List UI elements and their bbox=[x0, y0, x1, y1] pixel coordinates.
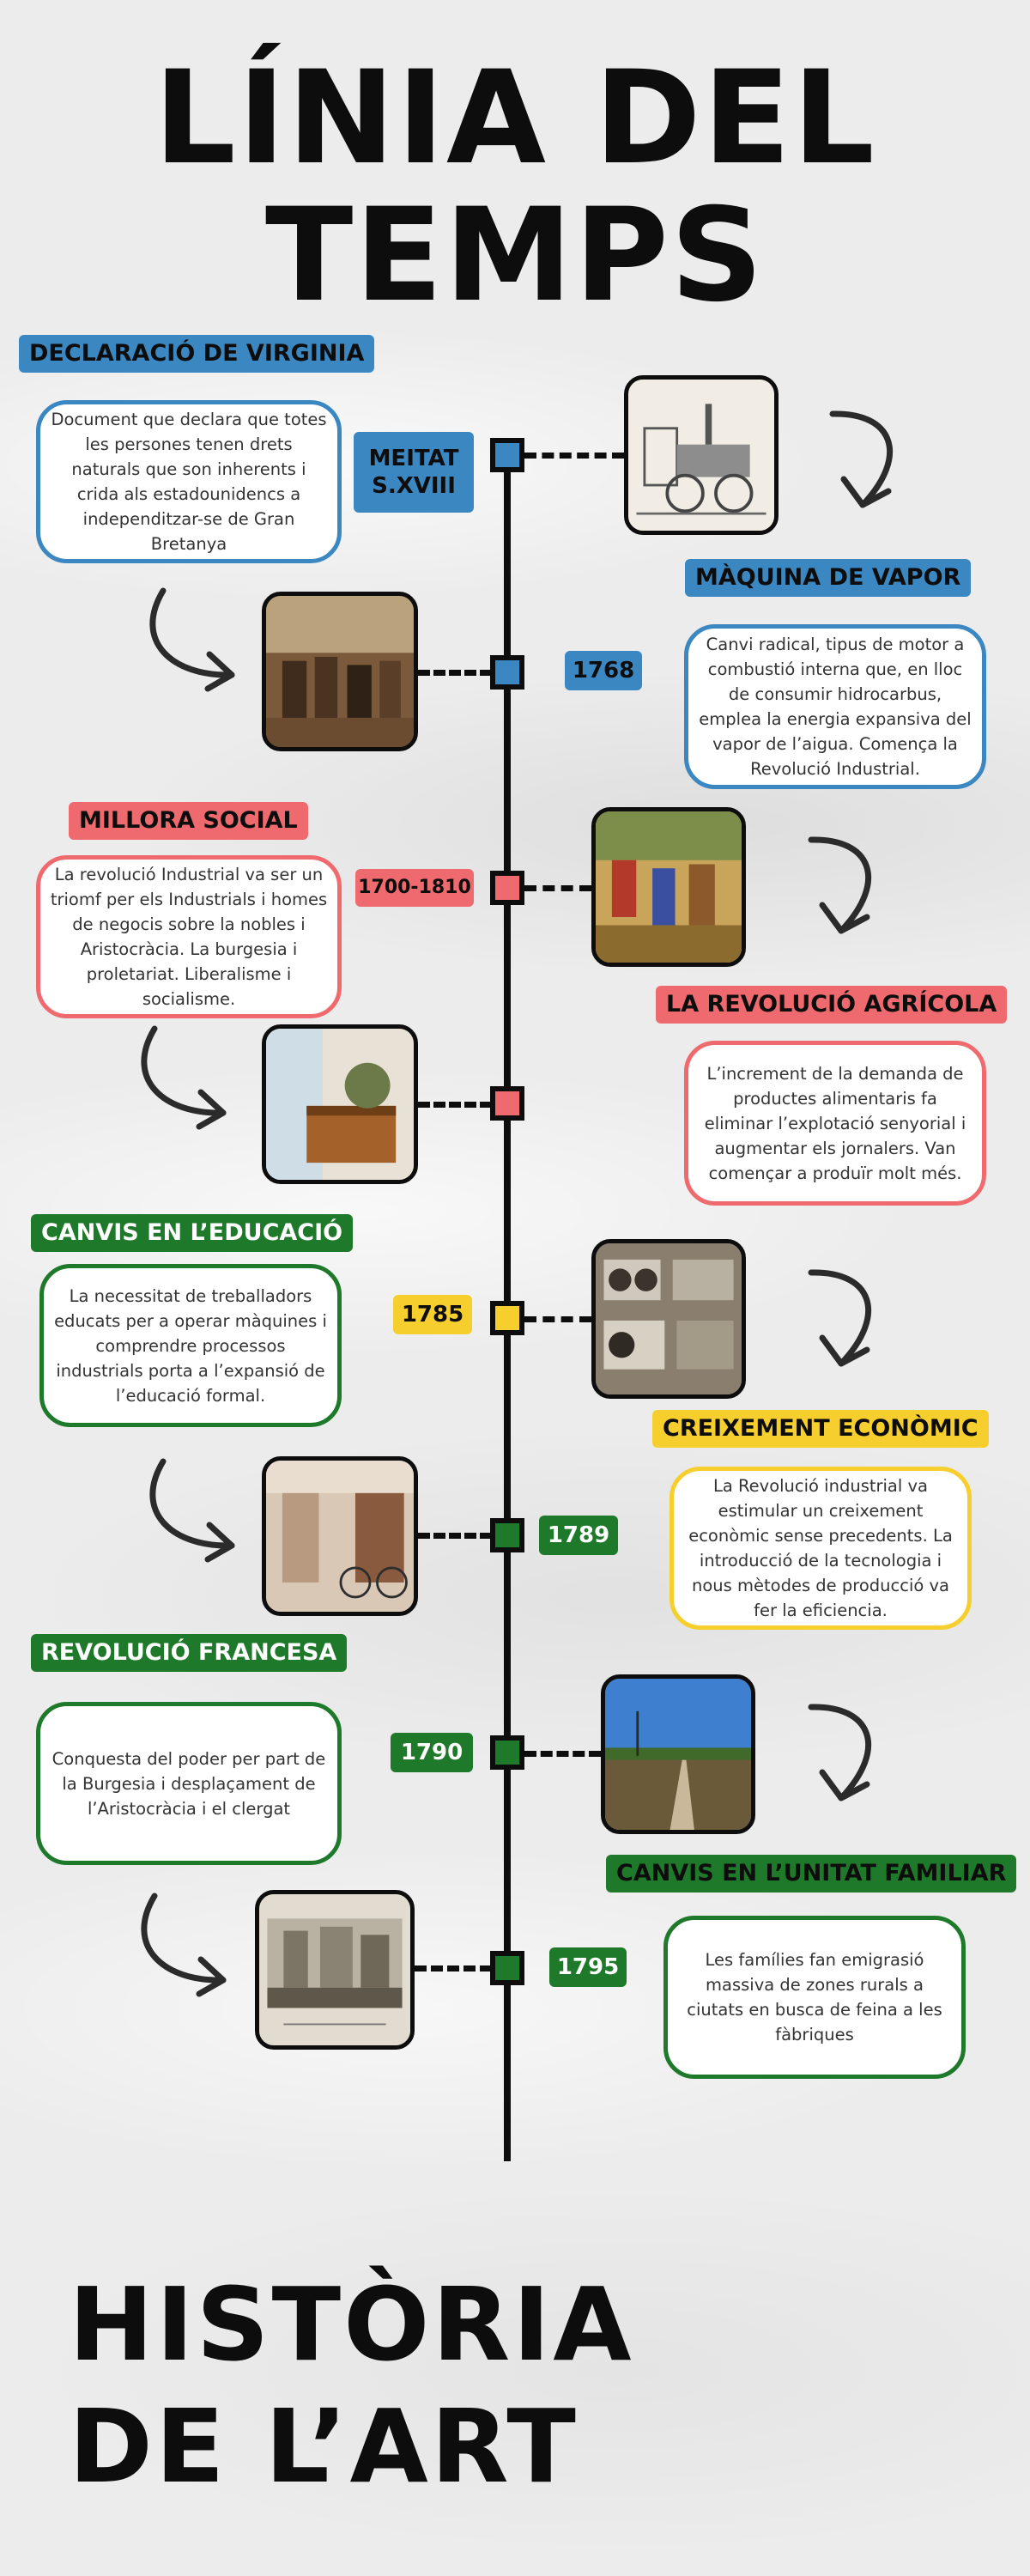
curved-arrow-icon bbox=[141, 1893, 227, 1997]
page-title-line1: LÍNIA DEL bbox=[154, 44, 876, 193]
curved-arrow-icon bbox=[829, 410, 894, 508]
event-description: La necessitat de treballadors educats pe… bbox=[39, 1264, 342, 1427]
timeline-marker bbox=[490, 1301, 524, 1335]
timeline-marker bbox=[490, 655, 524, 690]
radio-cassette-image bbox=[591, 1239, 746, 1399]
bicycle-courtyard-image bbox=[262, 1456, 418, 1616]
timeline-connector bbox=[524, 885, 591, 891]
timeline-connector bbox=[415, 1965, 492, 1971]
timeline-marker bbox=[490, 1518, 524, 1552]
bastille-engraving-image bbox=[255, 1890, 415, 2050]
steam-locomotive-image bbox=[624, 375, 779, 535]
event-date-line1: MEITAT bbox=[368, 446, 459, 471]
timeline-marker bbox=[490, 1951, 524, 1985]
event-description: L’increment de la demanda de productes a… bbox=[684, 1041, 986, 1206]
event-date: 1789 bbox=[539, 1516, 618, 1555]
event-label: MÀQUINA DE VAPOR bbox=[685, 559, 972, 597]
event-description: La Revolució industrial va estimular un … bbox=[670, 1467, 972, 1630]
timeline-marker bbox=[490, 1735, 524, 1770]
timeline-connector bbox=[524, 1316, 591, 1322]
timeline-connector bbox=[524, 1751, 601, 1757]
footer-title-line2: DE L’ART bbox=[69, 2387, 579, 2506]
declaration-signing-image bbox=[262, 592, 418, 751]
event-description: Document que declara que totes les perso… bbox=[36, 400, 342, 563]
curved-arrow-icon bbox=[141, 1025, 227, 1130]
rural-field-image bbox=[601, 1674, 755, 1834]
event-description: Canvi radical, tipus de motor a combusti… bbox=[684, 624, 986, 789]
curved-arrow-icon bbox=[149, 1458, 235, 1563]
footer-title-line1: HISTÒRIA bbox=[69, 2265, 634, 2384]
event-date: 1785 bbox=[393, 1295, 472, 1334]
timeline-marker bbox=[490, 1086, 524, 1121]
event-label: CANVIS EN L’EDUCACIÓ bbox=[31, 1214, 354, 1252]
event-date: 1768 bbox=[565, 651, 642, 690]
timeline-connector bbox=[418, 1102, 492, 1108]
event-label: LA REVOLUCIÓ AGRÍCOLA bbox=[656, 986, 1008, 1024]
curved-arrow-icon bbox=[808, 1269, 872, 1367]
event-date-line2: S.XVIII bbox=[372, 473, 456, 499]
event-date: 1700-1810 bbox=[355, 869, 474, 907]
timeline-marker bbox=[490, 871, 524, 905]
timeline-connector bbox=[418, 670, 492, 676]
curved-arrow-icon bbox=[808, 1704, 872, 1801]
timeline-connector bbox=[524, 453, 624, 459]
event-date: 1795 bbox=[549, 1947, 627, 1987]
medieval-farming-image bbox=[591, 807, 746, 967]
suitcase-image bbox=[262, 1024, 418, 1184]
event-description: Les famílies fan emigrasió massiva de zo… bbox=[663, 1916, 966, 2079]
timeline-connector bbox=[418, 1533, 492, 1539]
event-description: Conquesta del poder per part de la Burge… bbox=[36, 1702, 342, 1865]
page-title-line2: TEMPS bbox=[264, 181, 766, 331]
event-label: DECLARACIÓ DE VIRGINIA bbox=[19, 335, 375, 373]
event-description: La revolució Industrial va ser un triomf… bbox=[36, 855, 342, 1018]
timeline-marker bbox=[490, 438, 524, 472]
curved-arrow-icon bbox=[808, 836, 872, 934]
event-date: 1790 bbox=[391, 1733, 473, 1772]
event-label: MILLORA SOCIAL bbox=[69, 802, 308, 840]
event-date: MEITAT S.XVIII bbox=[354, 432, 474, 513]
event-label: REVOLUCIÓ FRANCESA bbox=[31, 1634, 348, 1672]
curved-arrow-icon bbox=[149, 587, 235, 692]
event-label: CREIXEMENT ECONÒMIC bbox=[652, 1410, 989, 1448]
event-label: CANVIS EN L’UNITAT FAMILIAR bbox=[606, 1855, 1017, 1893]
